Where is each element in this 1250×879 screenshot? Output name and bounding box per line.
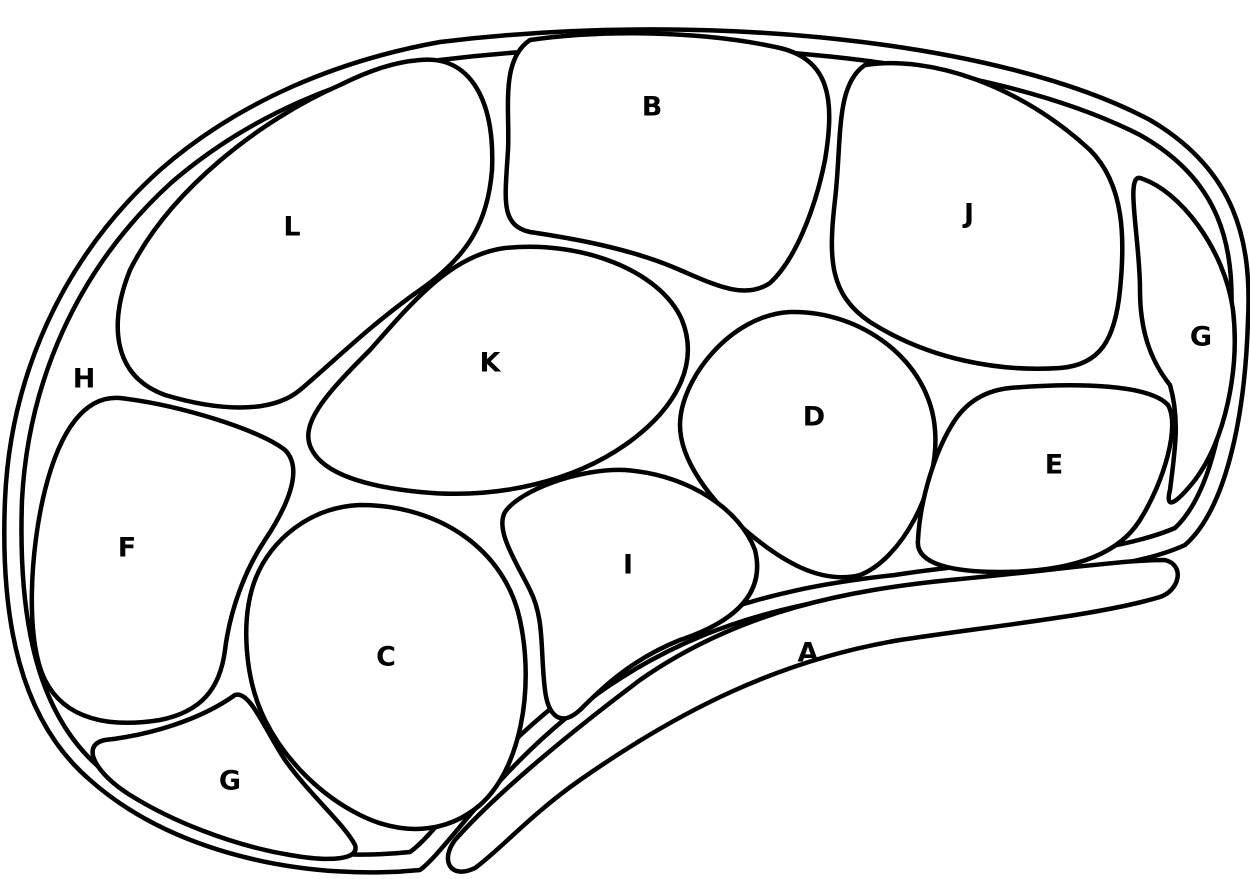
label-l: L bbox=[283, 212, 300, 243]
label-d: D bbox=[803, 402, 825, 433]
label-j: J bbox=[962, 199, 974, 230]
label-e: E bbox=[1045, 450, 1063, 481]
label-i: I bbox=[623, 550, 633, 581]
label-g-bottom: G bbox=[219, 766, 241, 797]
label-a: A bbox=[798, 638, 819, 669]
label-g-right: G bbox=[1190, 322, 1212, 353]
label-k: K bbox=[480, 348, 502, 379]
label-c: C bbox=[376, 642, 396, 673]
label-b: B bbox=[642, 92, 663, 123]
label-f: F bbox=[118, 533, 136, 564]
label-h: H bbox=[73, 364, 96, 395]
